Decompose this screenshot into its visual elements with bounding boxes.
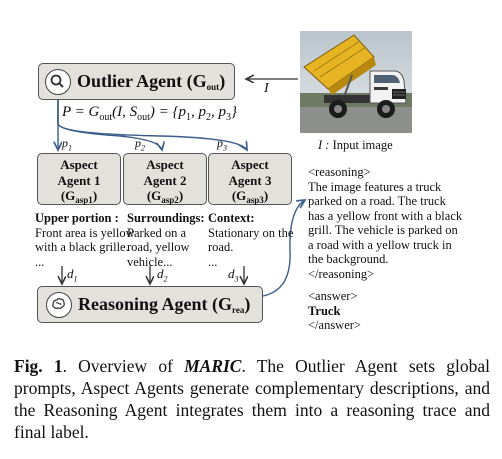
d1-label: d1 <box>67 266 78 284</box>
prompt-equation: P = Gout(I, Sout) = {p1, p2, p3} <box>62 104 238 123</box>
p2-label: p2 <box>135 136 145 153</box>
answer-output: <answer> Truck </answer> <box>308 289 361 332</box>
outlier-agent-title: Outlier Agent (Gout) <box>77 71 226 92</box>
input-image-caption: I : Input image <box>318 138 393 152</box>
p3-label: p3 <box>217 136 227 153</box>
d2-label: d2 <box>157 266 168 284</box>
d3-label: d3 <box>228 266 239 284</box>
answer-value: Truck <box>308 303 341 318</box>
reasoning-output: <reasoning> The image features a truck p… <box>308 165 463 281</box>
brain-icon <box>46 291 72 318</box>
input-arrow-label: I <box>264 81 269 96</box>
aspect-agent-3-box: Aspect Agent 3 (Gasp3) <box>208 153 292 205</box>
aspect-agent-1-box: Aspect Agent 1 (Gasp1) <box>37 153 121 205</box>
outlier-agent-box: Outlier Agent (Gout) <box>38 63 235 100</box>
search-icon <box>45 68 71 95</box>
aspect-description-2: Surroundings: Parked on a road, yellow v… <box>127 211 205 269</box>
input-image-truck <box>300 31 412 133</box>
reasoning-agent-box: Reasoning Agent (Grea) <box>37 286 263 323</box>
reasoning-open-tag: <reasoning> <box>308 165 371 179</box>
reasoning-close-tag: </reasoning> <box>308 266 375 281</box>
aspect-description-3: Context: Stationary on the road. ... <box>208 211 294 269</box>
reasoning-agent-title: Reasoning Agent (Grea) <box>78 294 251 315</box>
aspect-description-1: Upper portion : Front area is yellow wit… <box>35 211 135 269</box>
aspect-agent-2-box: Aspect Agent 2 (Gasp2) <box>123 153 207 205</box>
p1-label: p1 <box>62 136 72 153</box>
figure-caption: Fig. 1. Overview of MARIC. The Outlier A… <box>14 356 490 442</box>
connector-arrows <box>0 0 502 297</box>
